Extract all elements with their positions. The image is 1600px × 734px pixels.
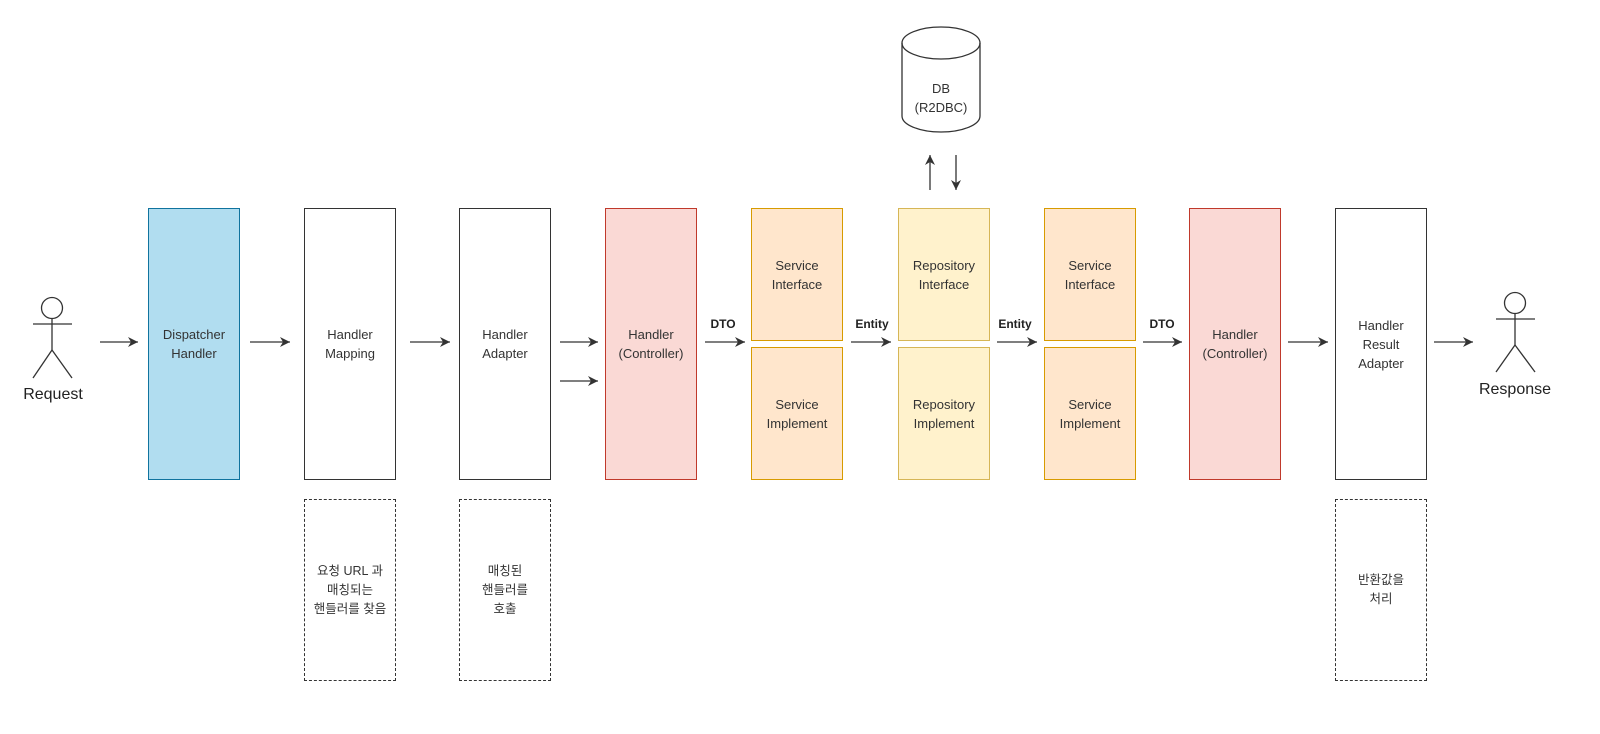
handler-result-adapter-box: Handler Result Adapter xyxy=(1335,208,1427,480)
note-handler-result-adapter: 반환값을 처리 xyxy=(1335,499,1427,681)
handler-adapter-box: Handler Adapter xyxy=(459,208,551,480)
handler-controller-response-box: Handler (Controller) xyxy=(1189,208,1281,480)
database-label: DB (R2DBC) xyxy=(914,81,968,115)
service-implement-response-box: Service Implement xyxy=(1044,347,1136,480)
service-interface-response-box: Service Interface xyxy=(1044,208,1136,341)
request-actor-icon xyxy=(32,296,73,379)
edge-label-entity-in: Entity xyxy=(855,317,889,331)
database-cylinder-icon xyxy=(901,26,981,133)
handler-controller-request-box: Handler (Controller) xyxy=(605,208,697,480)
note-handler-adapter: 매칭된 핸들러를 호출 xyxy=(459,499,551,681)
handler-mapping-box: Handler Mapping xyxy=(304,208,396,480)
edge-label-dto-out: DTO xyxy=(1149,317,1175,331)
service-implement-request-box: Service Implement xyxy=(751,347,843,480)
response-actor-icon xyxy=(1495,291,1536,373)
response-label: Response xyxy=(1478,381,1552,398)
edge-label-dto-in: DTO xyxy=(710,317,736,331)
dispatcher-handler-box: Dispatcher Handler xyxy=(148,208,240,480)
repository-interface-box: Repository Interface xyxy=(898,208,990,341)
request-label: Request xyxy=(23,386,83,403)
edge-label-entity-out: Entity xyxy=(998,317,1032,331)
note-handler-mapping: 요청 URL 과 매칭되는 핸들러를 찾음 xyxy=(304,499,396,681)
service-interface-request-box: Service Interface xyxy=(751,208,843,341)
repository-implement-box: Repository Implement xyxy=(898,347,990,480)
